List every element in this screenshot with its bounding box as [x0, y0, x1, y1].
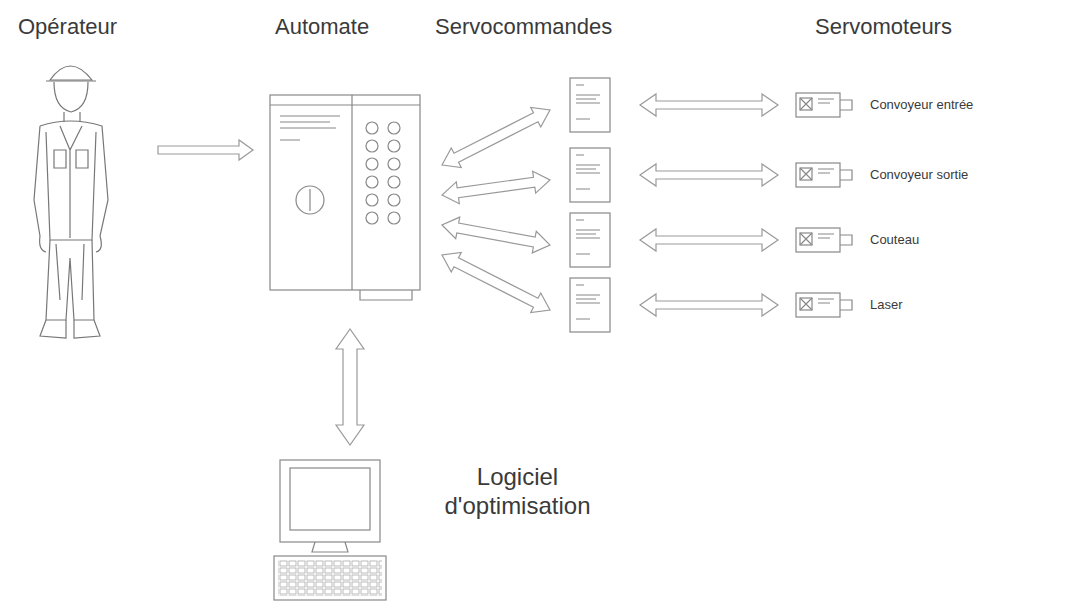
software-node: Logiciel d'optimisation: [270, 455, 616, 605]
plc-led: [366, 140, 378, 152]
motor-detail: [800, 233, 834, 245]
motor-shaft: [840, 100, 852, 110]
plc-led: [366, 194, 378, 206]
column-heading: Logiciel d'optimisation: [425, 463, 610, 521]
servo-motor: [796, 228, 840, 252]
double-arrow: [640, 229, 778, 251]
double-arrow: [442, 171, 550, 203]
double-arrow: [442, 107, 550, 167]
plc-led: [366, 122, 378, 134]
operator-node: Opérateur: [10, 14, 150, 349]
double-arrow: [640, 94, 778, 116]
motor-shaft: [840, 235, 852, 245]
plc-device: [270, 95, 420, 300]
computer: [274, 460, 386, 600]
drive-detail: [576, 220, 600, 254]
motor-label: Convoyeur entrée: [870, 97, 973, 113]
double-arrow: [640, 164, 778, 186]
motor-detail: [800, 98, 834, 110]
plc-led: [388, 140, 400, 152]
plc-leds: [366, 122, 400, 224]
motor-label: Couteau: [870, 232, 919, 248]
column-heading: Automate: [275, 14, 369, 40]
motor-shaft: [840, 170, 852, 180]
plc-led: [388, 122, 400, 134]
double-arrow: [640, 294, 778, 316]
motor-label: Convoyeur sortie: [870, 167, 968, 183]
motor-label: Laser: [870, 297, 903, 313]
plc-led: [388, 158, 400, 170]
servo-drive: [570, 78, 610, 132]
motor-detail: [800, 298, 834, 310]
column-heading: Opérateur: [18, 14, 117, 40]
double-arrow: [336, 329, 364, 445]
servo-drive: [570, 148, 610, 202]
double-arrow: [442, 252, 550, 312]
motor-node: Convoyeur entrée: [790, 85, 1075, 125]
servo-motors: [796, 93, 852, 317]
drive-detail: [576, 85, 600, 119]
servo-motor: [796, 293, 840, 317]
motor-detail: [800, 168, 834, 180]
servo-drive: [570, 213, 610, 267]
arrow: [158, 140, 253, 160]
column-heading: Servocommandes: [435, 14, 612, 40]
servo-motor: [796, 93, 840, 117]
motor-shaft: [840, 300, 852, 310]
drives-column: Servocommandes: [560, 78, 610, 340]
motor-node: Convoyeur sortie: [790, 155, 1075, 195]
motor-node: Couteau: [790, 220, 1075, 260]
operator-figure: [34, 66, 108, 338]
plc-led: [366, 176, 378, 188]
plc-led: [388, 176, 400, 188]
plc-node: Automate: [265, 14, 430, 299]
servo-drive: [570, 278, 610, 332]
double-arrow: [442, 217, 550, 253]
plc-led: [366, 212, 378, 224]
column-heading: Servomoteurs: [815, 14, 952, 40]
plc-led: [388, 212, 400, 224]
plc-led: [388, 194, 400, 206]
servo-motor: [796, 163, 840, 187]
motor-node: Laser: [790, 285, 1075, 325]
drive-detail: [576, 155, 600, 189]
servo-drives: [570, 78, 610, 332]
plc-led: [366, 158, 378, 170]
drive-detail: [576, 285, 600, 319]
motors-column: Convoyeur entréeConvoyeur sortieCouteauL…: [790, 78, 1075, 340]
